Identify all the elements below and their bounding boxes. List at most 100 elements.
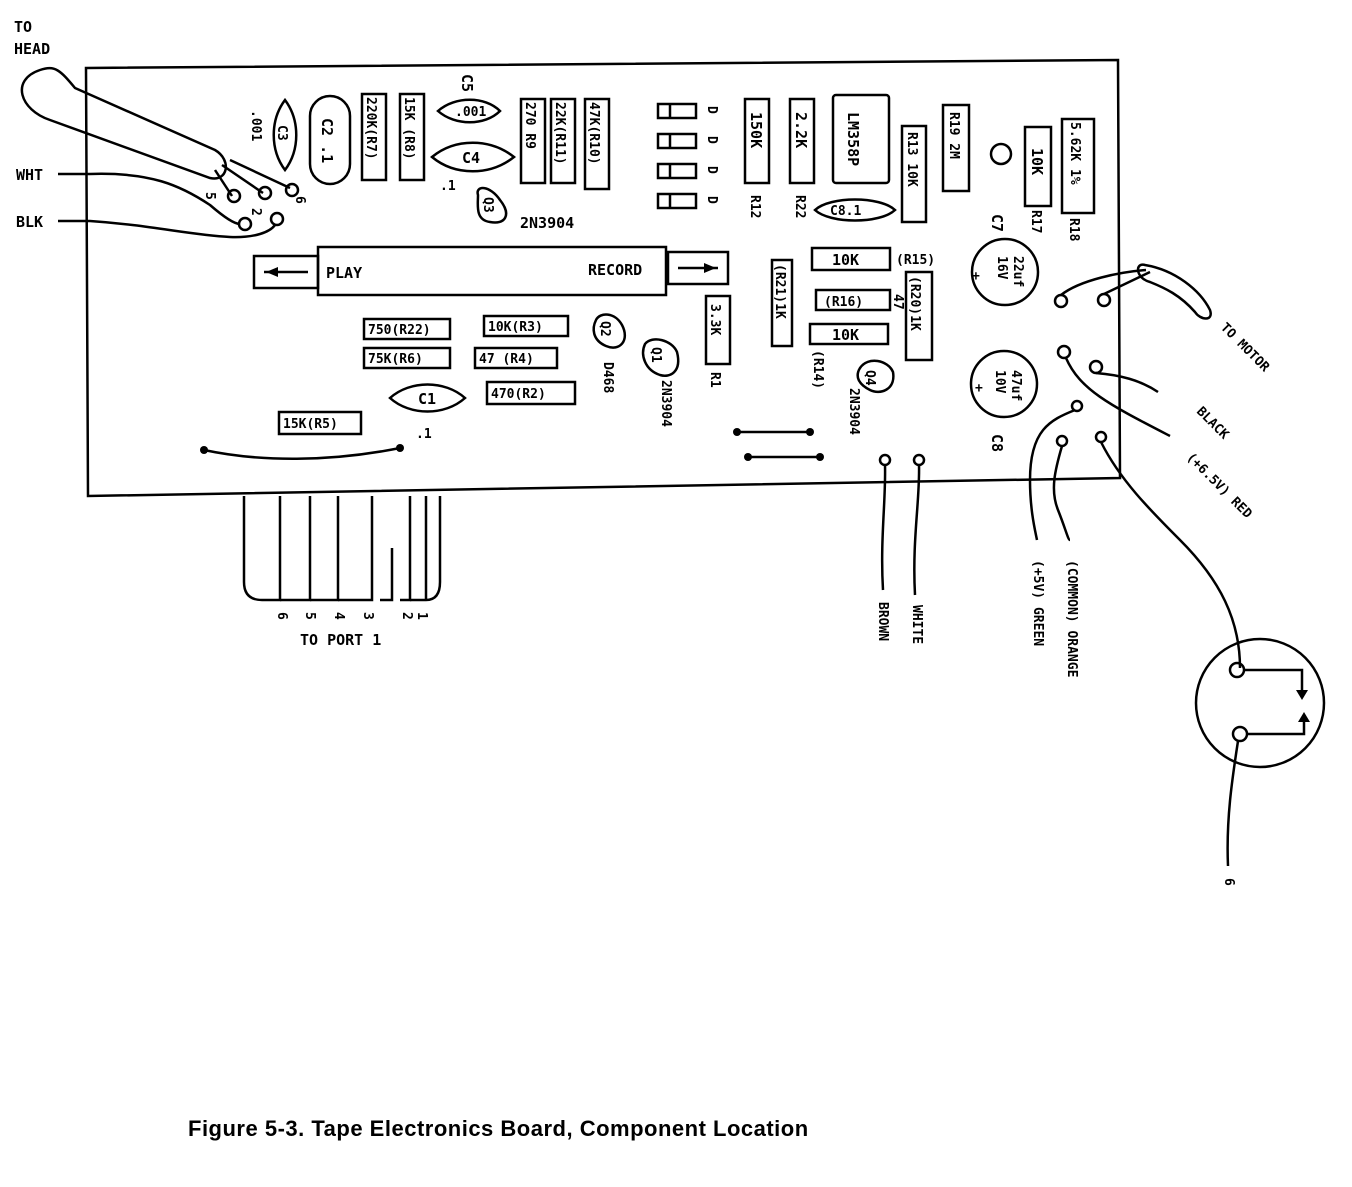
c1-label: C1 [418, 390, 436, 408]
r20-body [904, 270, 934, 362]
switch-pin-label: 6 [1221, 878, 1236, 886]
r9-body [519, 97, 547, 185]
ic-body [831, 93, 891, 185]
r8-body [398, 92, 426, 182]
orange-label: (COMMON) ORANGE [1064, 560, 1079, 677]
r2-label: 470(R2) [491, 387, 546, 402]
q1-body [641, 338, 680, 377]
c2-label: C2 .1 [318, 118, 336, 163]
r15-body [810, 246, 892, 272]
head-connector [20, 66, 300, 239]
r12-body [743, 97, 771, 185]
port-pin-1: 1 [414, 612, 429, 620]
diode-2-body [656, 132, 698, 150]
head-pad-5 [226, 188, 242, 204]
r12-ref: R12 [747, 195, 762, 218]
q1-type: 2N3904 [658, 380, 673, 427]
switch-arrow-up-icon [1298, 712, 1310, 722]
r4-body [473, 346, 559, 370]
white-wire [913, 464, 921, 596]
to-motor-label: TO MOTOR [1217, 320, 1272, 375]
brown-wire [880, 464, 887, 591]
r14-ref: (R14) [810, 350, 825, 389]
c7-polarity: + [972, 269, 980, 284]
r22b-label: 2.2K [792, 112, 810, 148]
switch-wire [1099, 441, 1242, 669]
r6-label: 75K(R6) [368, 352, 423, 367]
q3-body [476, 186, 508, 224]
c3-value: .001 [248, 110, 263, 141]
r1-label: 3.3K [707, 304, 722, 335]
white-pad [912, 453, 926, 467]
board-outline [84, 58, 1122, 498]
white-label: WHITE [909, 605, 924, 644]
to-head-label-line2: HEAD [14, 40, 50, 58]
c2-body [308, 94, 352, 186]
blk-pad [269, 211, 285, 227]
c5-body [436, 98, 502, 124]
r14-label: 10K [832, 326, 859, 344]
motor-pad-1 [1053, 293, 1069, 309]
black-label: BLACK [1193, 404, 1231, 442]
figure-caption: Figure 5-3. Tape Electronics Board, Comp… [188, 1116, 809, 1141]
c3-body [272, 97, 298, 173]
r21-label: (R21)1K [772, 264, 787, 319]
c1-value: .1 [416, 427, 432, 442]
switch-contact-1 [1228, 661, 1246, 679]
switch-play-label: PLAY [326, 264, 362, 282]
c4-label: C4 [462, 149, 480, 167]
q4-label: Q4 [862, 370, 877, 386]
c8-body [969, 349, 1039, 419]
r11-body [549, 97, 577, 185]
r13-label: R13 10K [904, 132, 919, 187]
r17-body [1023, 125, 1053, 208]
diode-2-label: D [704, 136, 719, 144]
jumper-dots [200, 428, 824, 461]
c8-polarity: + [975, 381, 983, 396]
c8-value2: 10V [992, 370, 1007, 394]
r4-label: 47 (R4) [479, 352, 534, 367]
motor-wire-2 [1103, 270, 1151, 296]
switch-lead-2 [1247, 718, 1306, 736]
wht-pad [237, 216, 253, 232]
diode-4-body [656, 192, 698, 210]
c5-value: .001 [455, 105, 486, 120]
r5-body [277, 410, 363, 436]
switch-play-end [252, 254, 320, 290]
jumper-lower-left [203, 446, 401, 461]
r13-body [900, 124, 928, 224]
port-pin-5: 5 [302, 612, 317, 620]
blk-wire [58, 219, 277, 239]
c6-body [813, 198, 897, 222]
ic-label: LM358P [844, 112, 862, 166]
r15-label: 10K [832, 251, 859, 269]
q4-type: 2N3904 [846, 388, 861, 435]
r10-body [583, 97, 611, 191]
brown-label: BROWN [875, 602, 890, 641]
r8-label: 15K (R8) [401, 97, 416, 160]
r7-label: 220K(R7) [363, 97, 378, 160]
to-port-label: TO PORT 1 [300, 631, 381, 649]
test-point [989, 142, 1013, 166]
switch-arrow-down-icon [1296, 690, 1308, 700]
r1-ref: R1 [707, 372, 722, 388]
r22-body [362, 317, 452, 341]
green-pad [1070, 399, 1084, 413]
c8-label: C8 [988, 434, 1006, 452]
c8-value1: 47uf [1008, 370, 1023, 401]
c7-value1: 22uf [1010, 256, 1025, 287]
switch-contact-2 [1231, 725, 1249, 743]
head-wire-6 [229, 158, 291, 190]
black-wire [1095, 371, 1159, 394]
r16-value: 47 [890, 294, 905, 310]
switch-record-label: RECORD [588, 261, 642, 279]
r22-label: 750(R22) [368, 323, 431, 338]
q3-type: 2N3904 [520, 214, 574, 232]
head-pin-5: 5 [202, 192, 217, 200]
r19-label: R19 2M [946, 112, 961, 159]
orange-wire [1052, 445, 1071, 542]
wht-label: WHT [16, 166, 43, 184]
r18-label: 5.62K 1% [1067, 122, 1082, 185]
r14-body [808, 322, 890, 346]
